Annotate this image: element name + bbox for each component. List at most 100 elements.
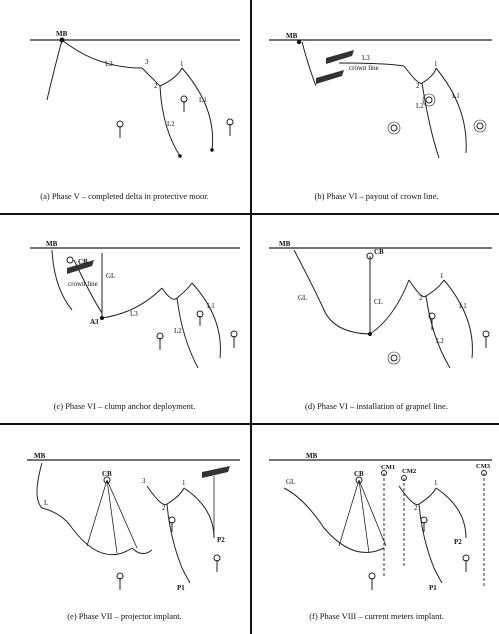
transponder-icon xyxy=(156,332,164,350)
panel-f-diagram: MB CB CM1 CM2 CM3 GL 1 2 P2 P1 xyxy=(269,452,492,592)
transponder-icon xyxy=(482,330,490,348)
label-node-2: 2 xyxy=(154,82,158,90)
line-l2 xyxy=(159,85,181,157)
panel-c-caption: (c) Phase VI – clump anchor deployment. xyxy=(53,401,196,411)
transponder-icon xyxy=(196,310,204,326)
transponder-icon xyxy=(422,93,436,107)
line-l3 xyxy=(338,62,405,67)
transponder-icon xyxy=(420,516,428,532)
vessel-icon xyxy=(67,260,94,274)
horizontal-divider-bottom xyxy=(0,423,499,425)
delta-node xyxy=(403,65,437,84)
vessel-icon xyxy=(316,70,344,84)
panel-a: MB L3 3 1 2 L1 L2 (a) Phase V – complete… xyxy=(2,8,247,213)
label-cm2: CM2 xyxy=(402,468,416,475)
panel-b-caption: (b) Phase VI – payout of crown line. xyxy=(314,191,439,201)
line-to-p1 xyxy=(418,503,443,584)
panel-c: MB CB GL crown line A3 L3 L1 L2 (c) Phas… xyxy=(2,218,247,423)
label-l3: L3 xyxy=(105,60,113,68)
label-l1: L1 xyxy=(199,96,207,104)
label-cb: CB xyxy=(374,248,384,256)
crown-buoy-icon xyxy=(366,252,374,260)
panel-c-diagram: MB CB GL crown line A3 L3 L1 L2 xyxy=(30,240,240,369)
label-mb: MB xyxy=(46,240,58,248)
label-node-1: 1 xyxy=(434,60,438,68)
label-node-2: 2 xyxy=(416,82,420,90)
line-l xyxy=(36,462,133,556)
label-mb: MB xyxy=(56,30,68,38)
panel-f-caption: (f) Phase VIII – current meters implant. xyxy=(309,611,444,621)
label-node-1: 1 xyxy=(182,479,186,487)
label-p2: P2 xyxy=(217,536,225,544)
line-l3 xyxy=(101,287,163,319)
label-l3: L3 xyxy=(362,54,370,62)
label-l2: L2 xyxy=(167,120,175,128)
label-node-3: 3 xyxy=(142,477,146,485)
line-to-p1 xyxy=(166,503,191,584)
panel-d: MB CB GL CL 1 2 L1 L2 (d) Phase VI – ins… xyxy=(254,218,499,423)
label-node-3: 3 xyxy=(145,58,149,66)
label-gl: GL xyxy=(286,478,295,486)
crown-lines xyxy=(86,479,138,554)
delta-node xyxy=(408,279,445,298)
label-mb: MB xyxy=(286,32,298,40)
label-node-1: 1 xyxy=(434,479,438,487)
clump-anchor-icon xyxy=(100,316,104,320)
label-p1: P1 xyxy=(429,584,437,592)
line-l1 xyxy=(443,279,473,359)
label-cm1: CM1 xyxy=(381,464,395,471)
crown-buoy-icon xyxy=(66,256,74,264)
label-l1: L1 xyxy=(459,302,467,310)
label-crown-line: crown line xyxy=(68,280,98,288)
label-cl: CL xyxy=(374,298,383,306)
label-node-2: 2 xyxy=(414,504,418,512)
transponder-icon xyxy=(116,572,124,590)
transponder-icon xyxy=(230,330,238,348)
label-cm3: CM3 xyxy=(476,463,491,470)
line-l1 xyxy=(181,67,214,151)
transponder-icon xyxy=(116,120,124,138)
label-l1: L1 xyxy=(207,302,215,310)
transponder-icon xyxy=(473,119,487,133)
label-mb: MB xyxy=(306,452,318,460)
line-l2 xyxy=(425,295,451,369)
label-mb: MB xyxy=(279,240,291,248)
transponder-icon xyxy=(368,572,376,590)
current-meter-icon xyxy=(401,475,407,481)
current-meter-icon xyxy=(381,470,387,476)
panel-e: MB CB L 3 1 2 P2 P1 (e) Phase VII – proj… xyxy=(2,428,247,633)
label-l2: L2 xyxy=(416,102,424,110)
label-l2: L2 xyxy=(174,327,182,335)
delta-node xyxy=(141,67,183,87)
anchor-icon xyxy=(210,148,214,152)
panel-e-diagram: MB CB L 3 1 2 P2 P1 xyxy=(27,452,240,592)
panel-b: MB L3 crown line 1 2 L1 L2 (b) Phase VI … xyxy=(254,8,499,213)
horizontal-divider-top xyxy=(0,213,499,215)
delta-node xyxy=(398,485,437,506)
panel-d-diagram: MB CB GL CL 1 2 L1 L2 xyxy=(269,240,492,369)
label-node-2: 2 xyxy=(162,504,166,512)
transponder-icon xyxy=(180,95,188,112)
line-l1 xyxy=(435,67,467,154)
panel-a-diagram: MB L3 3 1 2 L1 L2 xyxy=(30,30,240,158)
line-gl xyxy=(293,249,371,335)
line-to-p2 xyxy=(435,487,467,539)
label-l3: L3 xyxy=(130,310,138,318)
transponder-icon xyxy=(213,554,221,572)
panel-e-caption: (e) Phase VII – projector implant. xyxy=(67,611,182,621)
transponder-icon xyxy=(428,312,436,330)
transponder-icon xyxy=(226,118,234,136)
line-to-delta xyxy=(369,279,410,335)
label-node-1: 1 xyxy=(440,272,444,280)
transponder-icon xyxy=(387,121,401,135)
clump-anchor-icon xyxy=(368,332,372,336)
label-mb: MB xyxy=(34,452,46,460)
line-bottom xyxy=(131,547,153,554)
transponder-icon xyxy=(462,554,470,572)
label-a3: A3 xyxy=(90,318,99,326)
vessel-icon xyxy=(202,466,230,478)
line-l2 xyxy=(176,297,199,369)
crown-buoy-icon xyxy=(103,476,111,484)
label-l1: L1 xyxy=(452,92,460,100)
crown-buoy-icon xyxy=(355,476,363,484)
